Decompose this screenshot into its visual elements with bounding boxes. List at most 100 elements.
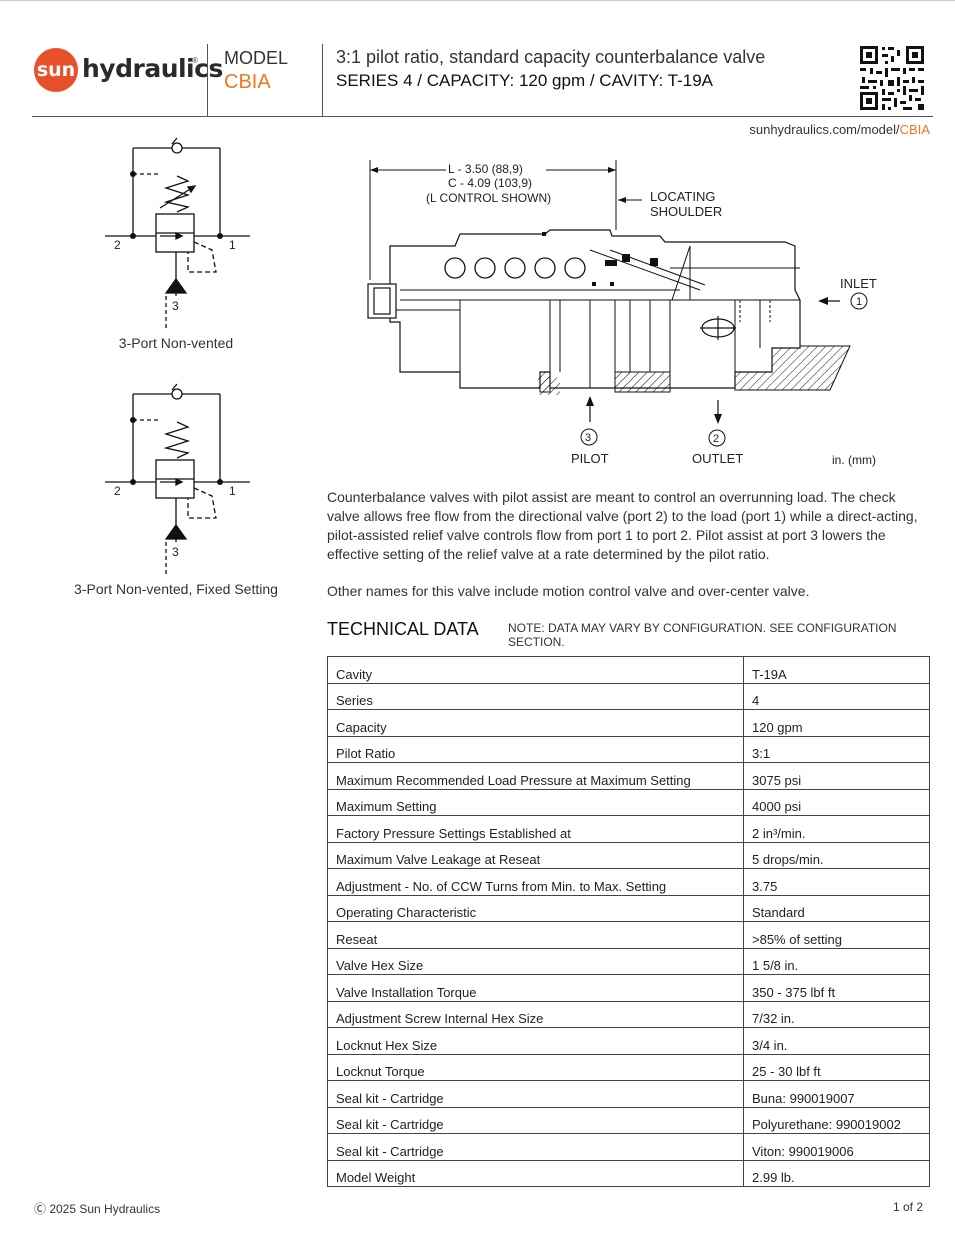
spec-value: 4000 psi bbox=[743, 788, 930, 816]
inlet-port-number: 1 bbox=[856, 296, 862, 308]
spec-name: Adjustment - No. of CCW Turns from Min. … bbox=[327, 868, 744, 896]
spec-name: Series bbox=[327, 682, 744, 710]
header-divider bbox=[322, 44, 323, 116]
logo-wordmark: hydraulics bbox=[82, 54, 223, 83]
model-label: MODEL bbox=[224, 48, 289, 68]
table-row: Factory Pressure Settings Established at… bbox=[327, 815, 930, 843]
spec-value: 3:1 bbox=[743, 735, 930, 763]
spec-value: T-19A bbox=[743, 656, 930, 684]
logo-mark: sun bbox=[34, 48, 78, 92]
copyright: Ⓒ 2025 Sun Hydraulics bbox=[34, 1202, 161, 1216]
spec-value: 25 - 30 lbf ft bbox=[743, 1053, 930, 1081]
spec-value: Standard bbox=[743, 894, 930, 922]
spec-value: Buna: 990019007 bbox=[743, 1080, 930, 1108]
top-rule bbox=[0, 0, 955, 1]
spec-value: 3/4 in. bbox=[743, 1027, 930, 1055]
port-label-1: 1 bbox=[229, 238, 236, 252]
spec-name: Adjustment Screw Internal Hex Size bbox=[327, 1000, 744, 1028]
logo-registered: ® bbox=[192, 56, 198, 65]
symbol-caption: 3-Port Non-vented bbox=[118, 335, 234, 351]
header-divider bbox=[207, 44, 208, 116]
spec-value: 1 5/8 in. bbox=[743, 947, 930, 975]
spec-value: Polyurethane: 990019002 bbox=[743, 1106, 930, 1134]
spec-name: Capacity bbox=[327, 709, 744, 737]
spec-name: Cavity bbox=[327, 656, 744, 684]
spec-name: Model Weight bbox=[327, 1159, 744, 1187]
qr-code-icon bbox=[858, 44, 926, 112]
spec-name: Locknut Torque bbox=[327, 1053, 744, 1081]
spec-name: Seal kit - Cartridge bbox=[327, 1080, 744, 1108]
spec-name: Maximum Valve Leakage at Reseat bbox=[327, 841, 744, 869]
spec-name: Pilot Ratio bbox=[327, 735, 744, 763]
url-prefix: sunhydraulics.com/model/ bbox=[749, 122, 900, 137]
hydraulic-symbol-fixed-setting: 2 1 3 bbox=[105, 383, 250, 574]
spec-name: Reseat bbox=[327, 921, 744, 949]
table-row: Maximum Recommended Load Pressure at Max… bbox=[327, 762, 930, 790]
pilot-port-number: 3 bbox=[585, 432, 591, 444]
spec-value: >85% of setting bbox=[743, 921, 930, 949]
technical-data-note: NOTE: DATA MAY VARY BY CONFIGURATION. SE… bbox=[508, 621, 897, 649]
hydraulic-symbol-non-vented: 2 1 3 bbox=[105, 137, 250, 328]
spec-name: Locknut Hex Size bbox=[327, 1027, 744, 1055]
page-number: 1 of 2 bbox=[892, 1200, 923, 1214]
locating-label: LOCATING bbox=[650, 189, 716, 204]
shoulder-label: SHOULDER bbox=[650, 204, 722, 219]
spec-value: 2 in³/min. bbox=[743, 815, 930, 843]
model-url-link[interactable]: sunhydraulics.com/model/CBIA bbox=[749, 122, 930, 137]
spec-value: 7/32 in. bbox=[743, 1000, 930, 1028]
model-description: 3:1 pilot ratio, standard capacity count… bbox=[336, 47, 766, 67]
dimension-label-l: L - 3.50 (88,9) bbox=[448, 162, 523, 176]
spec-name: Valve Installation Torque bbox=[327, 974, 744, 1002]
outlet-label: OUTLET bbox=[692, 451, 743, 466]
dimension-label-c: C - 4.09 (103,9) bbox=[448, 176, 532, 190]
spec-value: 3075 psi bbox=[743, 762, 930, 790]
spec-value: 5 drops/min. bbox=[743, 841, 930, 869]
port-label-2: 2 bbox=[114, 238, 121, 252]
series-line: SERIES 4 / CAPACITY: 120 gpm / CAVITY: T… bbox=[336, 71, 713, 90]
sun-hydraulics-logo: sun hydraulics ® bbox=[34, 48, 223, 96]
inlet-label: INLET bbox=[840, 276, 877, 291]
outlet-port-number: 2 bbox=[713, 433, 719, 445]
model-code: CBIA bbox=[224, 71, 271, 93]
spec-value: 3.75 bbox=[743, 868, 930, 896]
dimension-note: (L CONTROL SHOWN) bbox=[426, 191, 551, 205]
technical-data-heading: TECHNICAL DATA bbox=[327, 619, 479, 639]
port-label-3: 3 bbox=[172, 299, 179, 313]
valve-cross-section-drawing: L - 3.50 (88,9) C - 4.09 (103,9) (L CONT… bbox=[367, 160, 877, 467]
table-row: Reseat>85% of setting bbox=[327, 921, 930, 949]
header-rule bbox=[32, 116, 933, 117]
symbol-caption: 3-Port Non-vented, Fixed Setting bbox=[74, 581, 278, 597]
spec-name: Seal kit - Cartridge bbox=[327, 1133, 744, 1161]
spec-name: Maximum Setting bbox=[327, 788, 744, 816]
spec-name: Maximum Recommended Load Pressure at Max… bbox=[327, 762, 744, 790]
spec-value: 2.99 lb. bbox=[743, 1159, 930, 1187]
spec-name: Operating Characteristic bbox=[327, 894, 744, 922]
port-label-1: 1 bbox=[229, 484, 236, 498]
spec-name: Factory Pressure Settings Established at bbox=[327, 815, 744, 843]
spec-name: Seal kit - Cartridge bbox=[327, 1106, 744, 1134]
spec-value: 120 gpm bbox=[743, 709, 930, 737]
description-paragraph: Counterbalance valves with pilot assist … bbox=[327, 489, 918, 562]
spec-value: Viton: 990019006 bbox=[743, 1133, 930, 1161]
port-label-2: 2 bbox=[114, 484, 121, 498]
units-label: in. (mm) bbox=[832, 453, 876, 467]
spec-value: 4 bbox=[743, 682, 930, 710]
table-row: Adjustment - No. of CCW Turns from Min. … bbox=[327, 868, 930, 896]
url-code: CBIA bbox=[899, 122, 930, 137]
